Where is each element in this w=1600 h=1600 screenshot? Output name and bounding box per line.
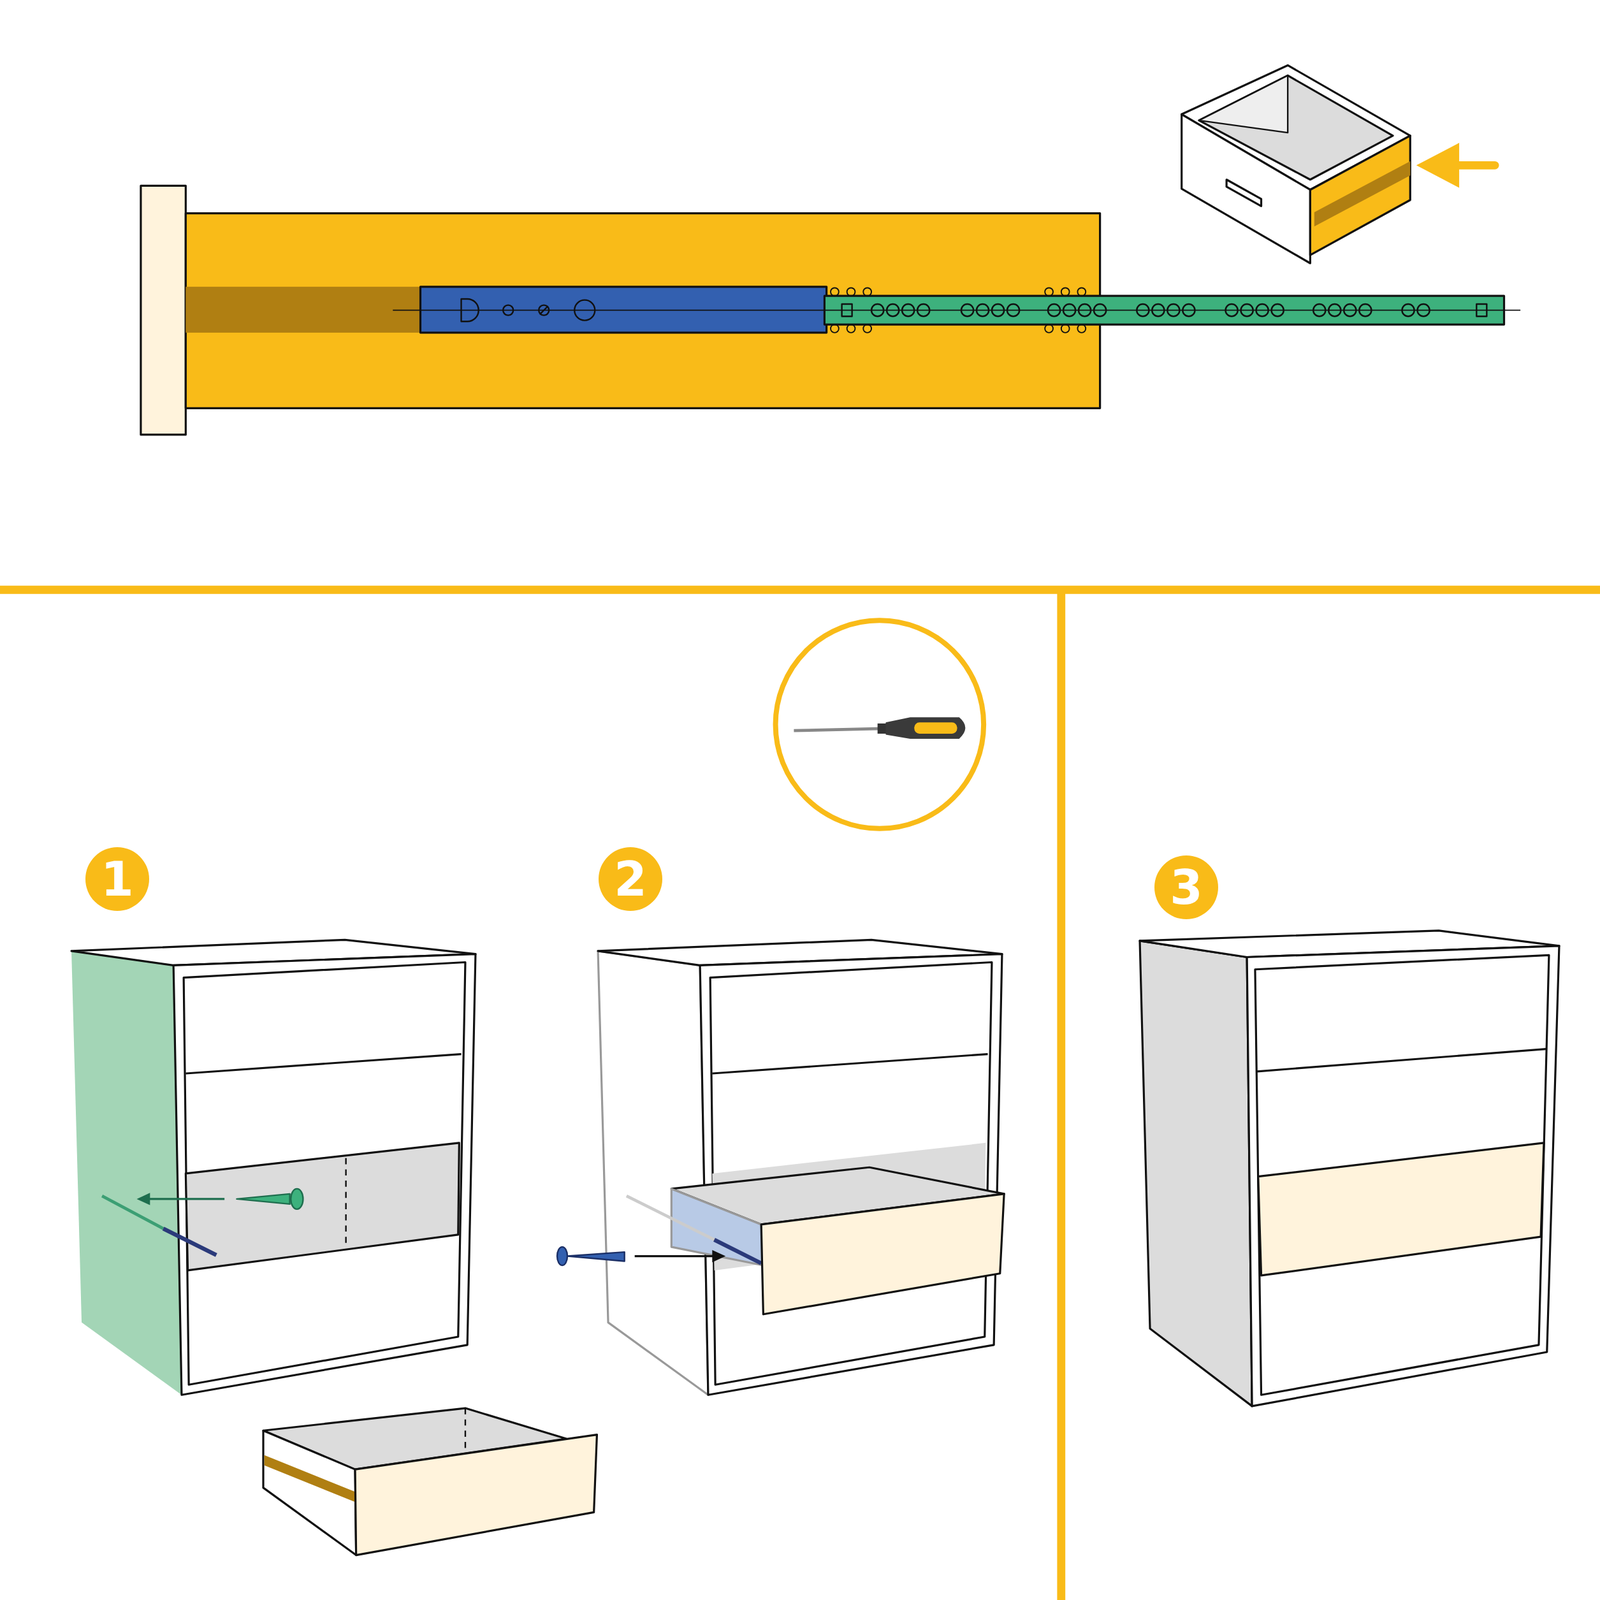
ball-bearing [863,324,872,333]
rail-hole [1151,304,1164,317]
channel [185,286,421,333]
rail-hole [901,304,915,317]
tool-circle [775,620,985,829]
ball-bearing [847,287,856,296]
rail-hole [871,304,884,317]
rail-hole [1225,304,1238,317]
rail-hole [1271,304,1284,317]
ball-bearing [1044,324,1054,333]
rail-hole [1007,304,1020,317]
ball-bearing [863,287,872,296]
callout-number: 1 [85,847,150,911]
rail-hole [1167,304,1180,317]
rail-hole [991,304,1004,317]
rail-hole [1093,304,1106,317]
rail-hole [961,304,974,317]
callout-number: 3 [1154,855,1219,920]
rail-hole [1078,304,1091,317]
rail-hole [1313,304,1326,317]
rail-hole [1343,304,1356,317]
ball-bearing [1061,324,1070,333]
ball-bearing [830,287,839,296]
callout-number: 2 [598,847,663,911]
rail-hole [886,304,899,317]
ball-bearing [830,324,839,333]
rail-hole [1359,304,1372,317]
rail-hole [917,304,930,317]
rail-hole [1328,304,1341,317]
rail-hole [1241,304,1254,317]
ball-bearing [1061,287,1070,296]
rail-hole [1401,304,1414,317]
ball-bearing [1077,287,1086,296]
rail-hole [1047,304,1061,317]
rail-hole [1417,304,1430,317]
rail-hole [1063,304,1076,317]
center-line [392,309,1521,312]
ball-bearing [1077,324,1086,333]
screwdriver [793,717,966,739]
rail-hole [976,304,989,317]
rail-hole [1136,304,1149,317]
ball-bearing [1044,287,1054,296]
drawer-front [140,185,186,435]
ball-bearing [847,324,856,333]
rail-hole [1182,304,1195,317]
hole [461,298,479,322]
rail-hole [1256,304,1269,317]
